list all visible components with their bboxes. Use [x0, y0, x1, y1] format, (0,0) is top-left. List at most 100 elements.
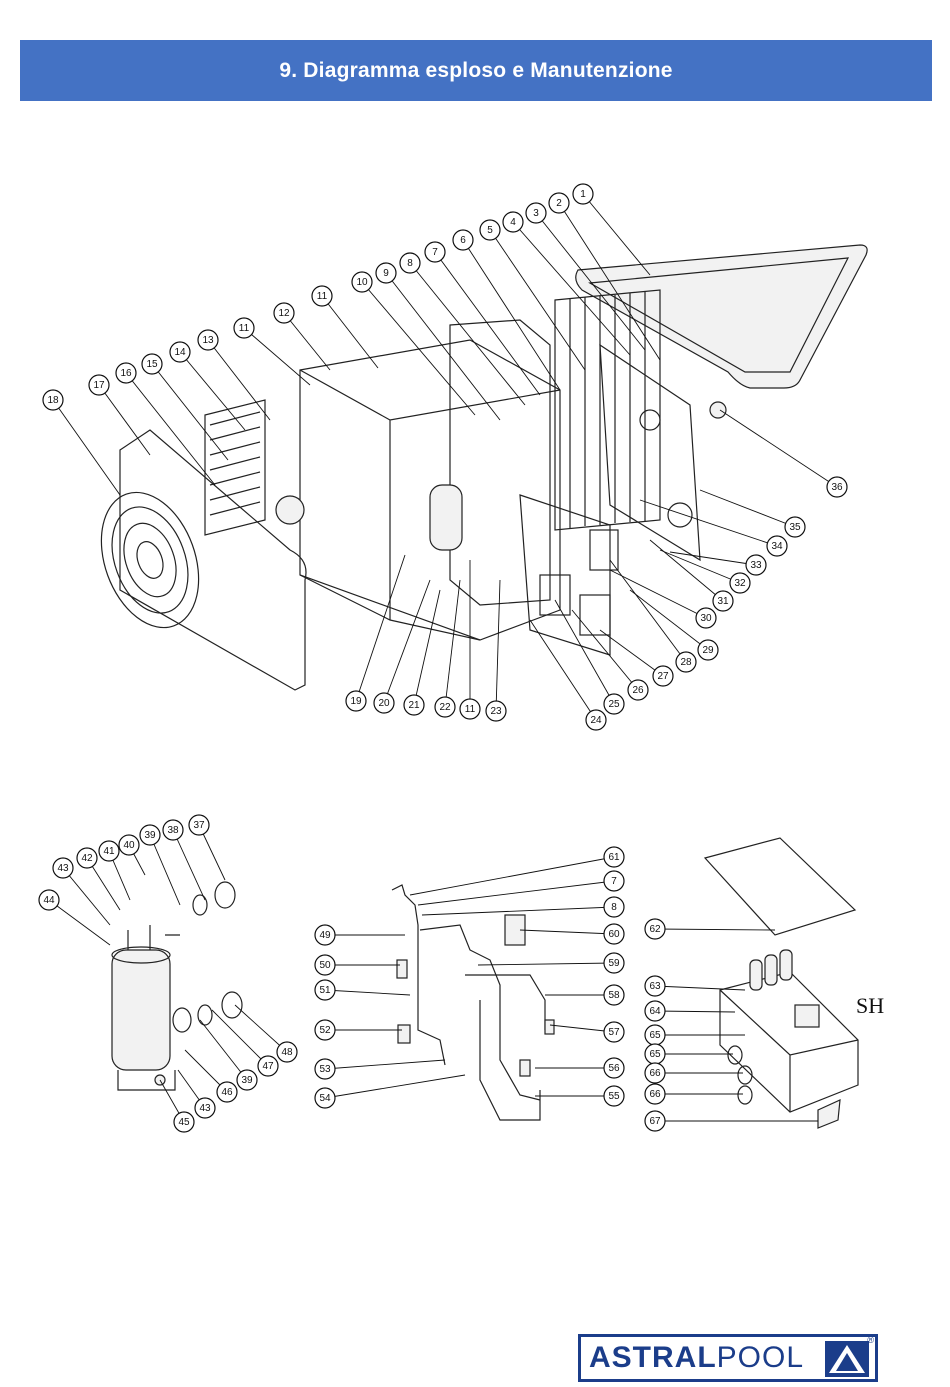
- pipe-d: [480, 1000, 540, 1120]
- callout-number: 47: [262, 1061, 274, 1072]
- leader-line-34: [640, 500, 777, 546]
- callout-37: 37: [189, 815, 209, 835]
- callout-10: 10: [352, 272, 372, 292]
- model-label: SH: [856, 993, 884, 1019]
- leader-line-36: [720, 410, 837, 487]
- callout-31: 31: [713, 591, 733, 611]
- callout-number: 13: [202, 335, 214, 346]
- callout-51: 51: [315, 980, 335, 1000]
- callout-62: 62: [645, 919, 665, 939]
- leader-line-60: [520, 930, 614, 934]
- leader-line-47: [212, 1010, 268, 1066]
- water-connection-part: [710, 402, 726, 418]
- callout-number: 26: [632, 685, 644, 696]
- callout-number: 24: [590, 715, 602, 726]
- callout-number: 37: [193, 820, 205, 831]
- callout-8: 8: [400, 253, 420, 273]
- callout-number: 41: [103, 846, 115, 857]
- piping-drawing: [392, 885, 554, 1120]
- callout-29: 29: [698, 640, 718, 660]
- callout-61: 61: [604, 847, 624, 867]
- callout-number: 62: [649, 924, 661, 935]
- callout-number: 39: [144, 830, 156, 841]
- callout-8: 8: [604, 897, 624, 917]
- controller-part: [540, 575, 570, 615]
- callout-number: 11: [239, 323, 250, 334]
- callout-number: 67: [649, 1116, 661, 1127]
- rear-grid-part: [555, 290, 660, 530]
- callout-number: 66: [649, 1089, 661, 1100]
- callout-number: 1: [580, 189, 586, 200]
- leader-line-8: [422, 907, 614, 915]
- callout-17: 17: [89, 375, 109, 395]
- callout-18: 18: [43, 390, 63, 410]
- o-ring-part-2: [198, 1005, 212, 1025]
- leader-line-51: [325, 990, 410, 995]
- filter-part: [398, 1025, 410, 1043]
- callout-53: 53: [315, 1059, 335, 1079]
- callout-number: 57: [608, 1027, 620, 1038]
- callout-30: 30: [696, 608, 716, 628]
- callout-3: 3: [526, 203, 546, 223]
- leader-line-11: [322, 296, 378, 368]
- capacitor-part: [750, 960, 762, 990]
- callout-66: 66: [645, 1084, 665, 1104]
- callout-number: 33: [750, 560, 762, 571]
- leader-line-19: [356, 555, 405, 701]
- rear-grid-lines: [570, 292, 645, 528]
- sensor-part: [397, 960, 407, 978]
- leader-line-25: [555, 600, 614, 704]
- callout-number: 25: [608, 699, 620, 710]
- leader-line-8: [410, 263, 525, 405]
- callout-6: 6: [453, 230, 473, 250]
- partition-part: [450, 320, 550, 605]
- callout-number: 21: [408, 700, 420, 711]
- callout-number: 55: [608, 1091, 620, 1102]
- callout-number: 45: [178, 1117, 190, 1128]
- callout-number: 10: [356, 277, 368, 288]
- leader-line-7: [418, 881, 614, 905]
- leader-line-59: [478, 963, 614, 965]
- leader-line-16: [126, 373, 215, 485]
- callout-number: 12: [278, 308, 290, 319]
- leader-line-12: [284, 313, 330, 370]
- callout-number: 9: [383, 268, 389, 279]
- callout-16: 16: [116, 363, 136, 383]
- callout-42: 42: [77, 848, 97, 868]
- cover-box-part: [590, 530, 618, 570]
- callout-22: 22: [435, 697, 455, 717]
- callout-number: 51: [319, 985, 331, 996]
- leader-line-6: [463, 240, 560, 390]
- callout-28: 28: [676, 652, 696, 672]
- callout-number: 43: [199, 1103, 211, 1114]
- callout-40: 40: [119, 835, 139, 855]
- side-panel-hole-2: [668, 503, 692, 527]
- callout-number: 6: [460, 235, 466, 246]
- callout-number: 8: [611, 902, 617, 913]
- callout-number: 46: [221, 1087, 233, 1098]
- callout-63: 63: [645, 976, 665, 996]
- leader-line-11: [244, 328, 310, 385]
- callout-56: 56: [604, 1058, 624, 1078]
- logo-wordmark: ASTRALPOOL: [581, 1341, 804, 1375]
- callout-number: 64: [649, 1006, 661, 1017]
- cable-gland-part-3: [738, 1086, 752, 1104]
- logo-triangle-icon: [825, 1341, 869, 1377]
- logo-text-regular: POOL: [717, 1341, 804, 1374]
- leader-line-23: [496, 580, 500, 711]
- callout-52: 52: [315, 1020, 335, 1040]
- callout-20: 20: [374, 693, 394, 713]
- pipe-c: [465, 975, 545, 1030]
- callout-27: 27: [653, 666, 673, 686]
- callout-54: 54: [315, 1088, 335, 1108]
- callout-11: 11: [312, 286, 332, 306]
- callout-number: 42: [81, 853, 93, 864]
- control-box-drawing: [705, 838, 858, 1128]
- evaporator-fins: [210, 412, 260, 515]
- callout-number: 30: [700, 613, 712, 624]
- callout-60: 60: [604, 924, 624, 944]
- leader-line-62: [655, 929, 775, 930]
- callout-number: 32: [734, 578, 746, 589]
- callout-43: 43: [195, 1098, 215, 1118]
